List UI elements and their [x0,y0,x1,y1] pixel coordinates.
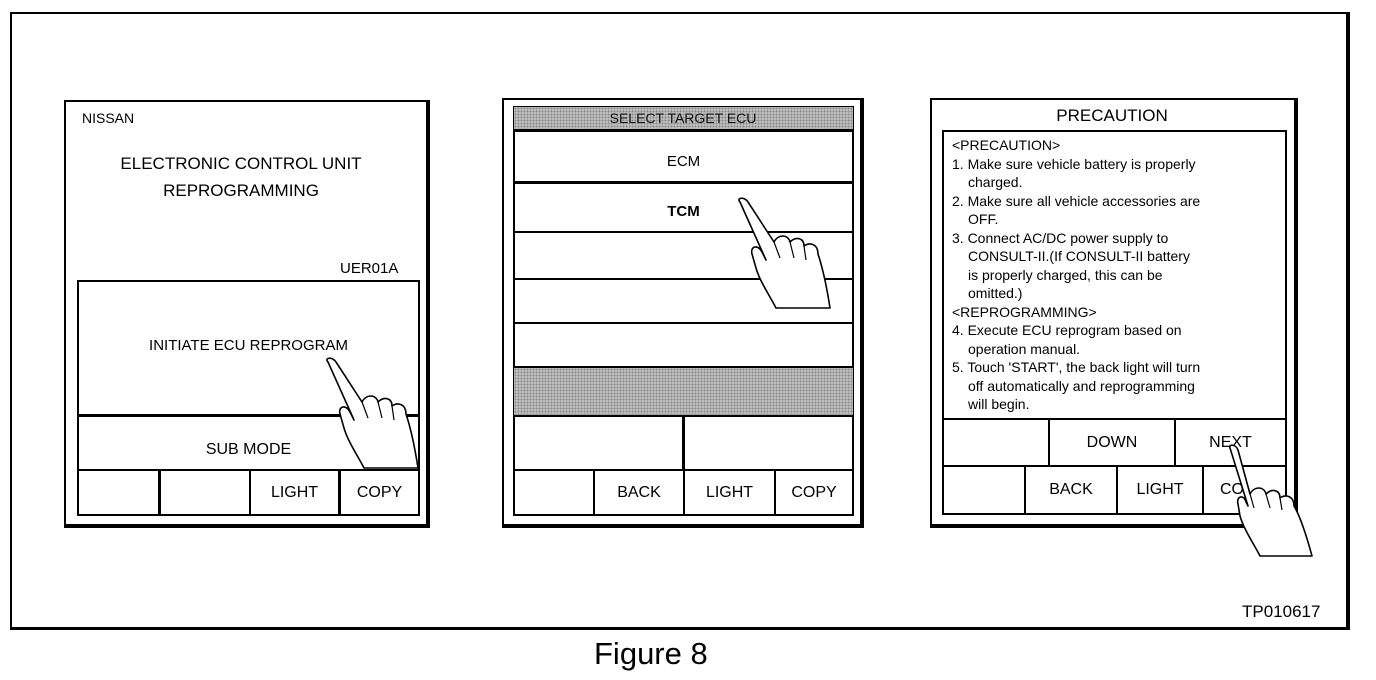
precaution-line: charged. [968,174,1023,190]
precaution-line: off automatically and reprogramming [968,377,1195,394]
precaution-line: <REPROGRAMMING> [952,303,1097,320]
copy-button[interactable]: CO [1202,465,1287,515]
select-target-title: SELECT TARGET ECU [609,110,757,126]
precaution-line: operation manual. [968,340,1081,357]
light-button[interactable]: LIGHT [249,469,340,516]
blank-panel-right[interactable] [683,415,854,471]
precaution-line: CONSULT-II.(If CONSULT-II battery [968,248,1190,264]
screen-title-line2: REPROGRAMMING [163,181,319,200]
figure-id: TP010617 [1242,602,1321,621]
down-button[interactable]: DOWN [1048,418,1176,467]
next-button[interactable]: NEXT [1174,418,1287,467]
ecu-option-tcm-label: TCM [667,203,700,220]
precaution-line: 3. Connect AC/DC power supply to [952,229,1169,246]
copy-button[interactable]: COPY [774,469,854,516]
ecu-option-ecm-label: ECM [666,153,701,170]
blank-nav-button[interactable] [942,418,1050,467]
initiate-ecu-reprogram-button[interactable]: INITIATE ECU REPROGRAM [77,280,420,416]
ecu-option-tcm[interactable]: TCM [513,182,854,233]
screen-title-line1: ELECTRONIC CONTROL UNIT [120,154,362,173]
back-button[interactable]: BACK [593,469,685,516]
sub-mode-button[interactable]: SUB MODE [77,415,420,471]
ecu-option-empty-1[interactable] [513,231,854,280]
precaution-line: 2. Make sure all vehicle accessories are [952,192,1201,209]
precaution-line: omitted.) [968,285,1023,301]
ecu-option-empty-3[interactable] [513,322,854,368]
precaution-line: 1. Make sure vehicle battery is properly [952,155,1196,172]
blank-button[interactable] [513,469,595,516]
precaution-line: 5. Touch 'START', the back light will tu… [952,359,1201,375]
copy-button[interactable]: COPY [339,469,420,516]
precaution-title: PRECAUTION [1056,106,1168,125]
blank-panel-left[interactable] [513,415,684,471]
precaution-line: will begin. [968,396,1030,412]
gray-spacer [513,367,854,417]
initiate-label: INITIATE ECU REPROGRAM [149,337,348,354]
blank-button-1[interactable] [77,469,160,516]
precaution-line: OFF. [968,211,999,227]
light-button[interactable]: LIGHT [1116,465,1204,515]
blank-button[interactable] [942,465,1026,515]
ecu-option-empty-2[interactable] [513,278,854,324]
precaution-line: is properly charged, this can be [968,266,1163,283]
sub-mode-label: SUB MODE [205,441,292,458]
screen-code: UER01A [340,260,399,277]
precaution-line: <PRECAUTION> [952,137,1061,153]
figure-frame [10,12,1350,630]
brand-label: NISSAN [82,110,135,126]
ecu-option-ecm[interactable]: ECM [513,130,854,183]
figure-caption: Figure 8 [594,636,708,671]
light-button[interactable]: LIGHT [683,469,776,516]
back-button[interactable]: BACK [1024,465,1118,515]
blank-button-2[interactable] [159,469,251,516]
precaution-line: 4. Execute ECU reprogram based on [952,322,1182,338]
select-target-header: SELECT TARGET ECU [513,106,854,130]
